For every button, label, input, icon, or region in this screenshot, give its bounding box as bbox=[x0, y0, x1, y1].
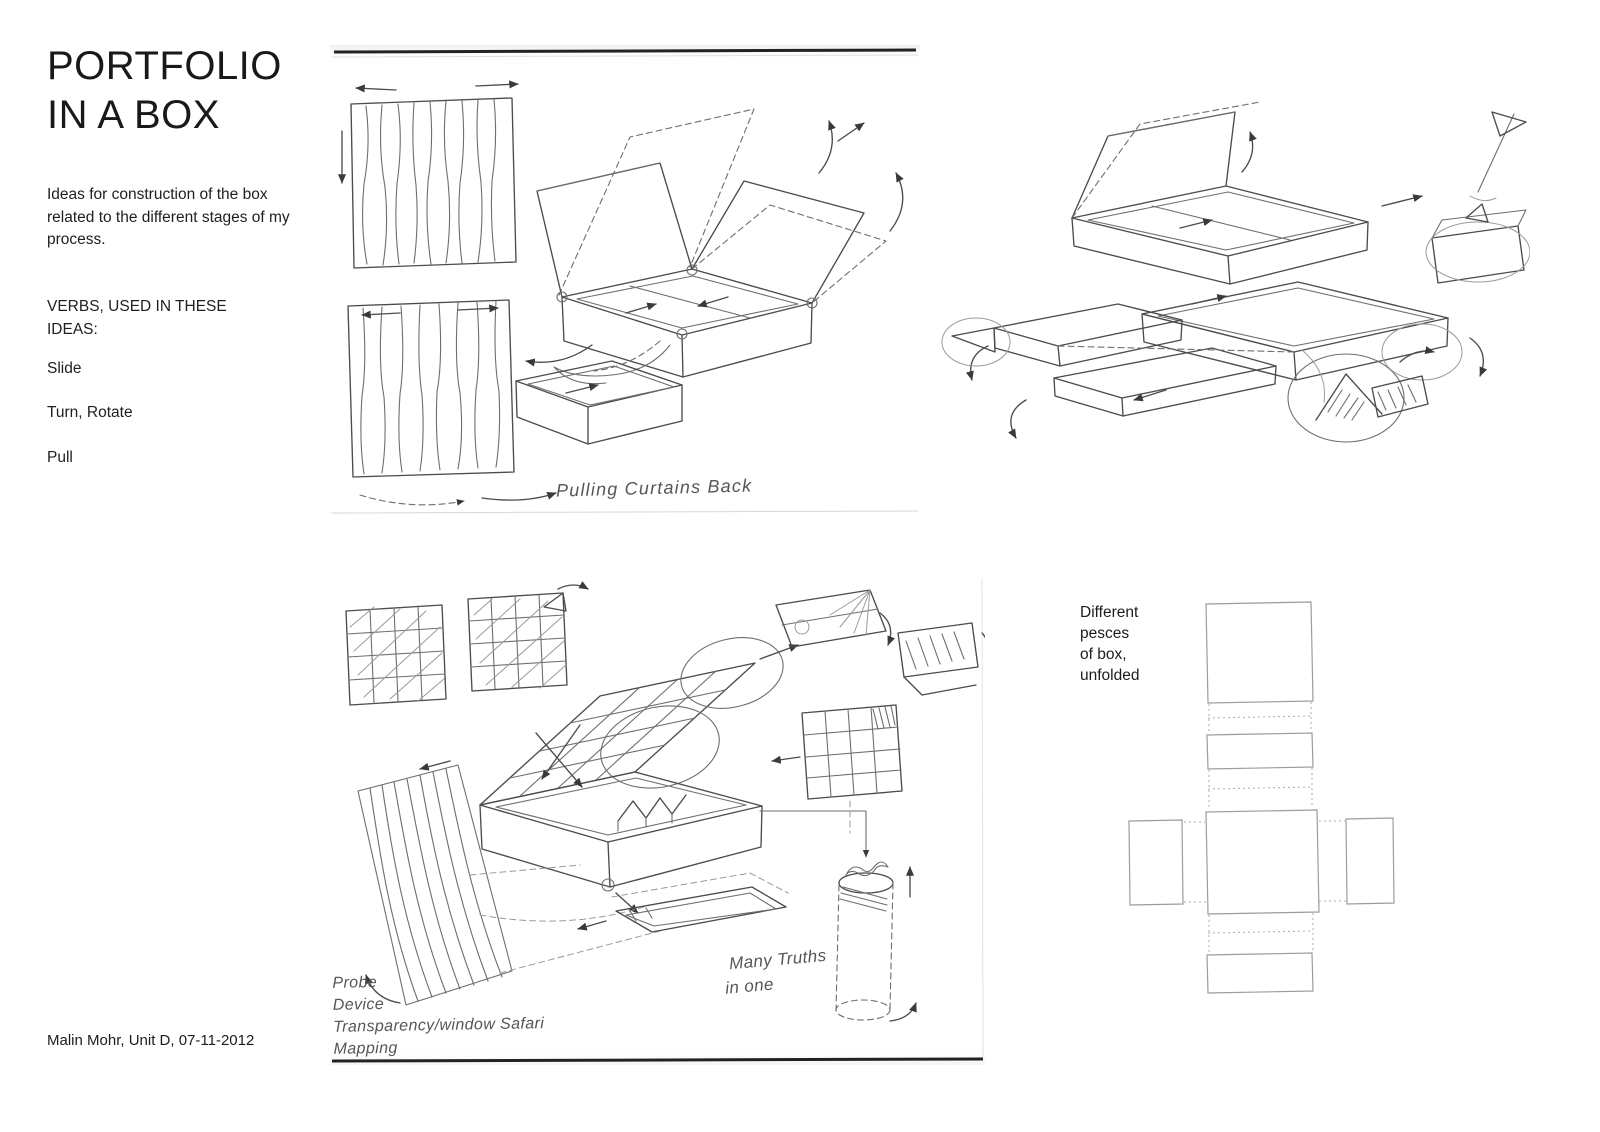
grid-panel-sketch bbox=[771, 704, 903, 834]
grid-square-sketch-1 bbox=[345, 604, 447, 706]
scan-edge-bottom bbox=[331, 578, 984, 1063]
scroll-sketch bbox=[835, 861, 917, 1022]
sliding-box-upper-sketch bbox=[1071, 101, 1423, 285]
grid-square-sketch-2 bbox=[467, 581, 589, 692]
unfolded-label: Different pesces of box, unfolded bbox=[1080, 602, 1139, 686]
corner-detail-sketch bbox=[1287, 323, 1463, 443]
top-sketch bbox=[330, 45, 920, 515]
intro-text: Ideas for construction of the box relate… bbox=[47, 186, 290, 248]
folded-portfolio-sketch bbox=[577, 872, 789, 933]
flag-detail-sketch bbox=[1469, 111, 1527, 202]
top-right-sketch bbox=[941, 101, 1530, 443]
note-line-mapping: Mapping bbox=[333, 1039, 398, 1058]
title-line-2: IN A BOX bbox=[47, 93, 220, 137]
page-title: PORTFOLIO IN A BOX bbox=[47, 42, 282, 140]
unfolded-net-sketch bbox=[1128, 601, 1395, 994]
verb-item-pull: Pull bbox=[47, 449, 73, 466]
bottom-sketch-notes: Probe Device Transparency/window Safari … bbox=[332, 969, 545, 1061]
scan-edge-top bbox=[331, 48, 919, 514]
closed-box-sketch bbox=[515, 340, 683, 445]
unfolded-label-line-4: unfolded bbox=[1080, 667, 1140, 684]
bottom-sketch bbox=[330, 575, 985, 1065]
note-line-transparency: Transparency/window Safari bbox=[333, 1015, 545, 1036]
flap-detail-sketch-2 bbox=[897, 622, 985, 696]
open-box-sketch bbox=[525, 108, 904, 385]
unfolded-label-line-2: pesces bbox=[1080, 625, 1130, 642]
caption-arrows bbox=[359, 492, 557, 506]
unfolded-label-line-3: of box, bbox=[1080, 646, 1127, 663]
sliding-box-lower-sketch bbox=[941, 281, 1488, 439]
verbs-heading: VERBS, USED IN THESE IDEAS: bbox=[47, 298, 227, 338]
title-line-1: PORTFOLIO bbox=[47, 44, 282, 88]
bottom-sketch-caption: Many Truths in one bbox=[724, 944, 829, 1000]
open-grid-box-sketch bbox=[479, 637, 870, 914]
verb-item-slide: Slide bbox=[47, 360, 82, 377]
curtain-sketch-lower bbox=[347, 299, 515, 478]
unfolded-net-drawing bbox=[1128, 601, 1395, 994]
curtain-sketch-upper bbox=[337, 80, 519, 269]
verb-item-turn-rotate: Turn, Rotate bbox=[47, 404, 133, 421]
flap-detail-sketch-1 bbox=[775, 589, 896, 648]
curtain-sketch bbox=[357, 760, 661, 1006]
small-box-detail-sketch bbox=[1425, 203, 1530, 284]
author-footer: Malin Mohr, Unit D, 07-11-2012 bbox=[47, 1032, 255, 1049]
unfolded-label-line-1: Different bbox=[1080, 604, 1139, 621]
